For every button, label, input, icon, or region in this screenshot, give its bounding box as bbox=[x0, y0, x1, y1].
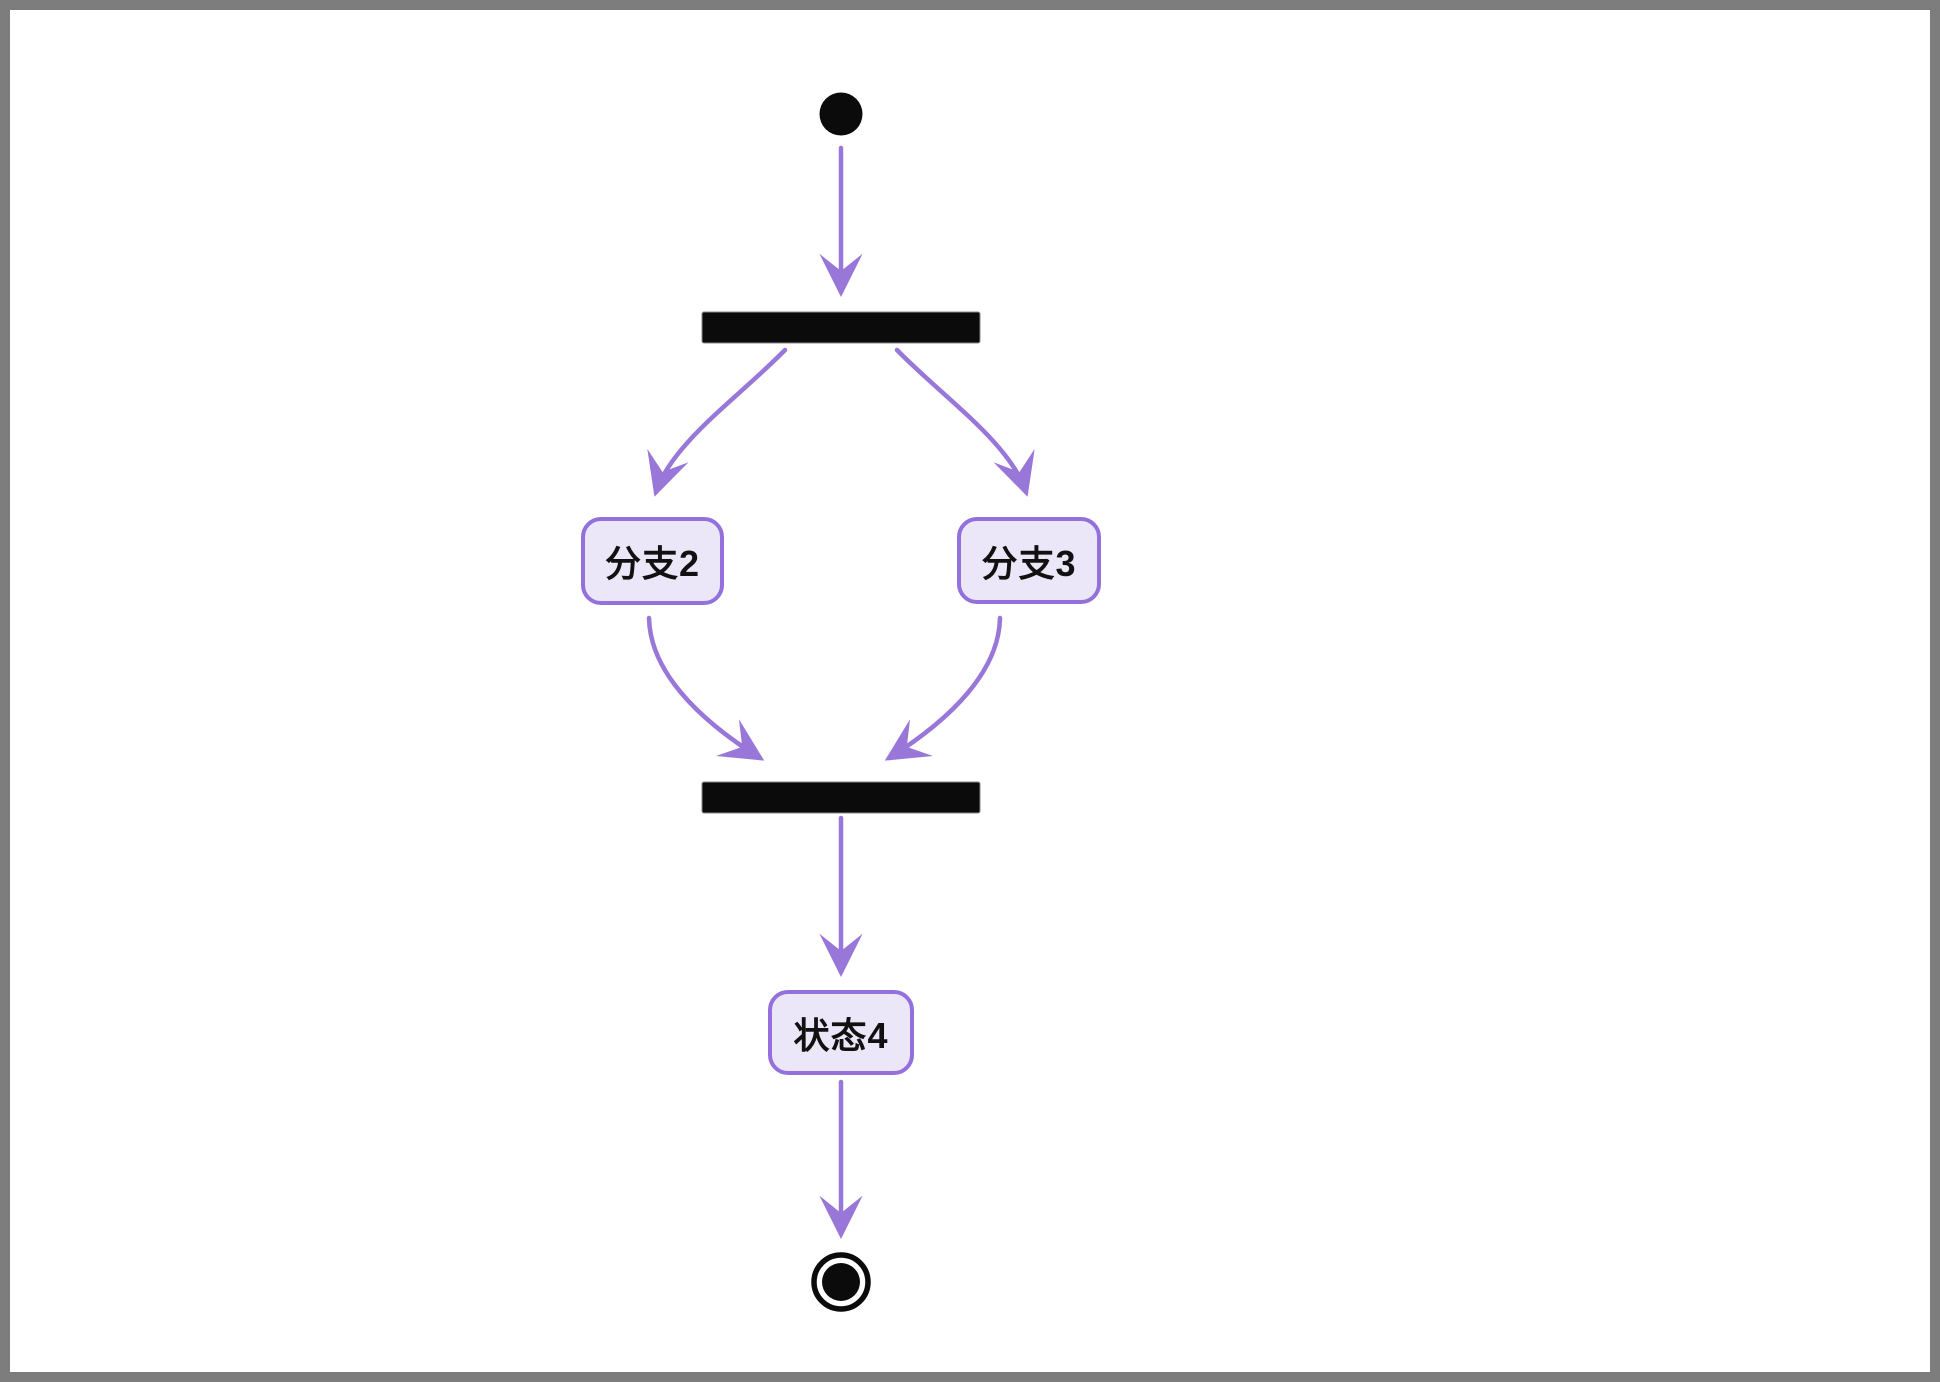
state-label-state4: 状态4 bbox=[793, 1014, 889, 1056]
fork-bar bbox=[701, 311, 981, 344]
join-bar bbox=[701, 781, 981, 814]
edge-fork-to-branch3 bbox=[894, 347, 1035, 497]
state-node-branch2: 分支2 bbox=[581, 517, 724, 605]
state-node-branch3: 分支3 bbox=[957, 517, 1101, 604]
state-label-branch3: 分支3 bbox=[981, 542, 1077, 584]
state-label-branch2: 分支2 bbox=[604, 543, 701, 584]
edge-branch3-to-join bbox=[884, 615, 1003, 761]
state-diagram-svg bbox=[646, 92, 1035, 1312]
initial-state-node bbox=[819, 92, 863, 136]
state-node-state4: 状态4 bbox=[768, 990, 914, 1075]
edge-fork-to-branch2 bbox=[647, 347, 788, 497]
final-state-dot bbox=[822, 1263, 860, 1301]
edge-branch2-to-join bbox=[646, 615, 765, 761]
